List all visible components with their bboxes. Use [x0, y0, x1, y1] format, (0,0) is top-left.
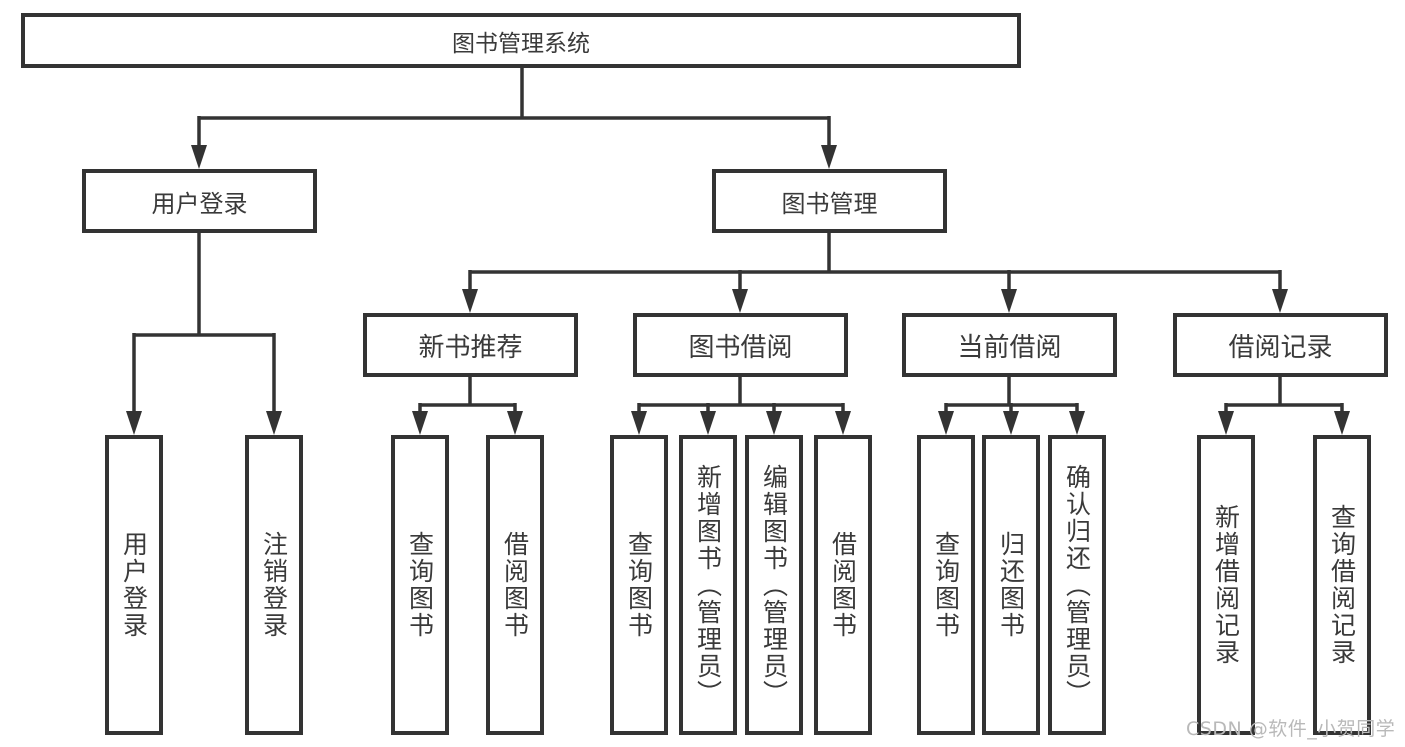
node-leaf-logout: 注销登录	[245, 435, 303, 735]
connector-borrow-to-leaves	[637, 375, 845, 414]
node-leaf-return-books: 归还图书	[982, 435, 1040, 735]
node-user-login: 用户登录	[82, 169, 317, 233]
node-leaf-query-books: 查询图书	[391, 435, 449, 735]
node-book-management: 图书管理	[712, 169, 947, 233]
connector-root-to-level2	[197, 67, 831, 148]
node-borrowing-records: 借阅记录	[1173, 313, 1388, 377]
node-leaf-add-borrow-record: 新增借阅记录	[1197, 435, 1255, 735]
node-leaf-user-login: 用户登录	[105, 435, 163, 735]
connector-rec-to-leaves	[418, 375, 517, 414]
node-leaf-query-borrow-record: 查询借阅记录	[1313, 435, 1371, 735]
node-leaf-borrow-books: 借阅图书	[486, 435, 544, 735]
node-leaf-confirm-return-admin: 确认归还（管理员）	[1048, 435, 1106, 735]
node-new-book-recommend: 新书推荐	[363, 313, 578, 377]
node-leaf-add-books-admin: 新增图书（管理员）	[679, 435, 737, 735]
node-leaf-query-books-3: 查询图书	[917, 435, 975, 735]
node-root-system: 图书管理系统	[21, 13, 1021, 68]
node-current-borrowing: 当前借阅	[902, 313, 1117, 377]
connector-mgmt-to-level3	[468, 231, 1282, 292]
node-leaf-edit-books-admin: 编辑图书（管理员）	[745, 435, 803, 735]
node-leaf-query-books-2: 查询图书	[610, 435, 668, 735]
connector-records-to-leaves	[1224, 375, 1344, 414]
csdn-watermark: CSDN @软件_小贺同学	[1186, 718, 1396, 740]
connector-login-to-leaves	[132, 231, 276, 414]
connector-current-to-leaves	[944, 375, 1079, 414]
node-book-borrowing: 图书借阅	[633, 313, 848, 377]
node-leaf-borrow-books-2: 借阅图书	[814, 435, 872, 735]
